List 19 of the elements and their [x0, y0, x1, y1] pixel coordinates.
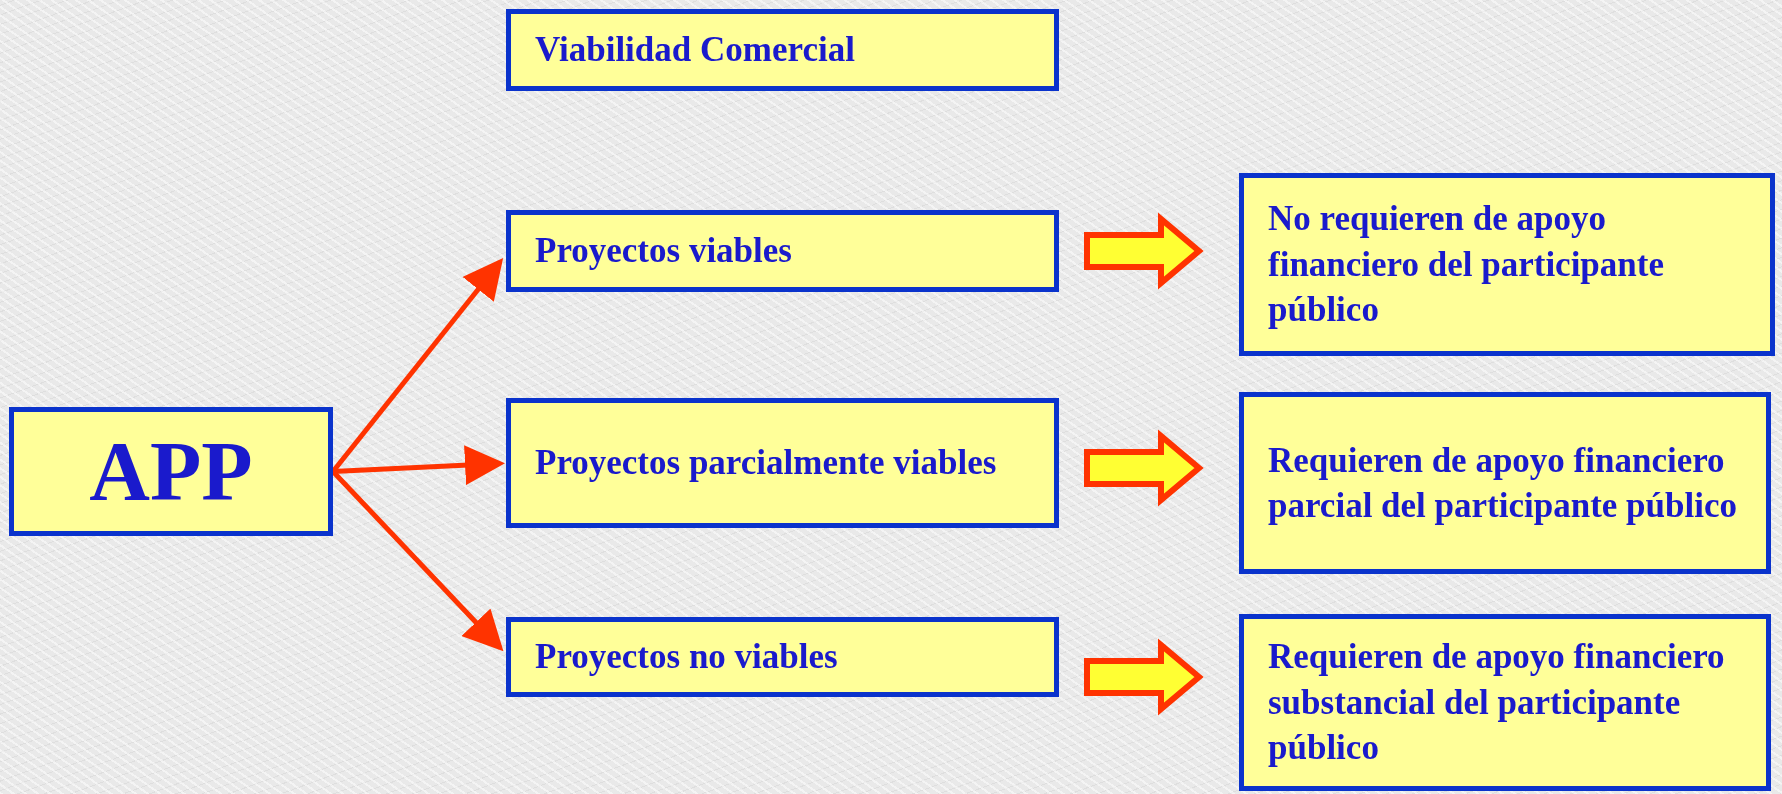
block-arrow — [1084, 638, 1204, 716]
box-label: Proyectos parcialmente viables — [535, 442, 997, 485]
box-label: Proyectos no viables — [535, 636, 838, 679]
text-box — [506, 617, 1059, 697]
text-box — [1239, 173, 1775, 356]
text-box — [506, 398, 1059, 528]
text-box — [506, 9, 1059, 91]
text-box — [1239, 614, 1771, 791]
block-arrow — [1084, 212, 1204, 290]
box-label: Proyectos viables — [535, 230, 792, 273]
block-arrow — [1084, 429, 1204, 507]
text-box — [9, 407, 333, 536]
box-label: Requieren de apoyo financiero substancial del participante público — [1268, 636, 1726, 770]
box-label: Requieren de apoyo financiero parcial del participante público — [1268, 439, 1738, 527]
text-box — [506, 210, 1059, 292]
box-label: APP — [89, 423, 253, 520]
box-label: No requieren de apoyo financiero del participante público — [1268, 198, 1665, 332]
box-label: Viabilidad Comercial — [535, 29, 855, 72]
text-box — [1239, 392, 1771, 574]
